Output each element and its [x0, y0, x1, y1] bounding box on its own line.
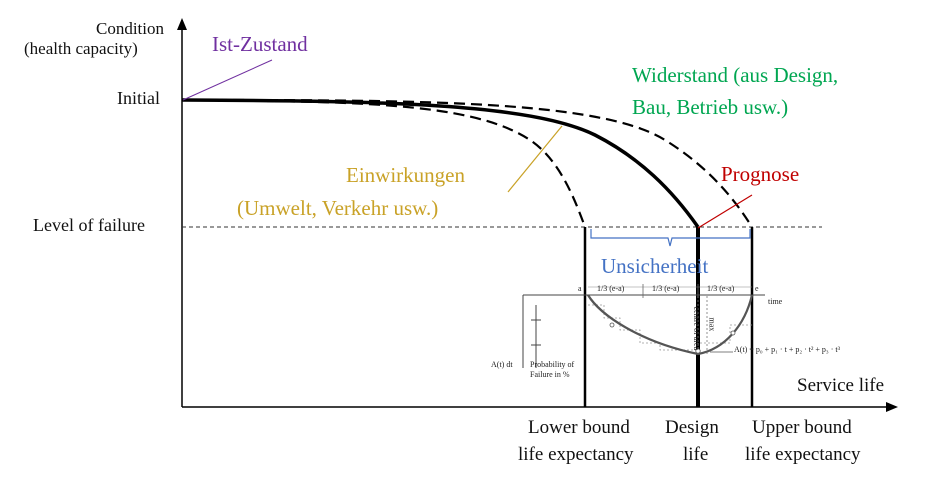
y-initial-label: Initial: [117, 88, 160, 108]
einwirkungen-label-line2: (Umwelt, Verkehr usw.): [237, 196, 439, 220]
inset-prob-line2: Failure in %: [530, 370, 570, 379]
prognose-leader: [697, 194, 753, 229]
upper-bound-label-line1: Upper bound: [752, 417, 852, 438]
y-axis-title-line2: (health capacity): [24, 39, 138, 58]
upper-bound-label-line2: life expectancy: [745, 444, 861, 465]
y-axis-title-line1: Condition: [96, 19, 165, 38]
ist-zustand-label: Ist-Zustand: [212, 32, 308, 56]
inset-point-left: [609, 322, 615, 328]
x-axis-arrow: [886, 402, 898, 412]
widerstand-label-line2: Bau, Betrieb usw.): [632, 95, 789, 119]
uncertainty-bracket: [590, 229, 751, 247]
inset-point-e: e: [755, 284, 759, 293]
unsicherheit-label: Unsicherheit: [601, 254, 709, 278]
y-failure-label: Level of failure: [33, 215, 145, 235]
lower-bound-label-line2: life expectancy: [518, 444, 634, 465]
prognose-label: Prognose: [721, 162, 800, 186]
inset-step-histogram: [588, 304, 752, 351]
y-axis-arrow: [177, 18, 187, 30]
einwirkungen-label-line1: Einwirkungen: [346, 163, 465, 187]
inset-centre-label: centre of area: [692, 306, 702, 351]
lower-bound-label-line1: Lower bound: [528, 417, 630, 438]
inset-seg3: 1/3 (e-a): [707, 284, 735, 293]
inset-time-label: time: [768, 297, 783, 306]
design-life-label-line1: Design: [665, 417, 719, 438]
inset-point-right: [730, 330, 736, 336]
widerstand-label-line1: Widerstand (aus Design,: [632, 63, 839, 87]
inset-seg1: 1/3 (e-a): [597, 284, 625, 293]
inset-point-centre: [695, 348, 701, 354]
inset-max-label: max: [707, 317, 717, 332]
inset-prob-line1: Probability of: [530, 360, 575, 369]
inset-seg2: 1/3 (e-a): [652, 284, 680, 293]
ist-zustand-leader: [182, 59, 273, 101]
inset-point-a: a: [578, 284, 582, 293]
inset-formula: A(t) = p₀ + p₁ · t + p₂ · t² + p₃ · t³: [734, 345, 840, 354]
design-curve: [181, 98, 700, 229]
x-axis-title: Service life: [797, 375, 885, 396]
einwirkungen-leader: [507, 125, 563, 193]
inset-integral-label: A(t) dt: [491, 360, 513, 369]
design-life-label-line2: life: [683, 444, 709, 465]
